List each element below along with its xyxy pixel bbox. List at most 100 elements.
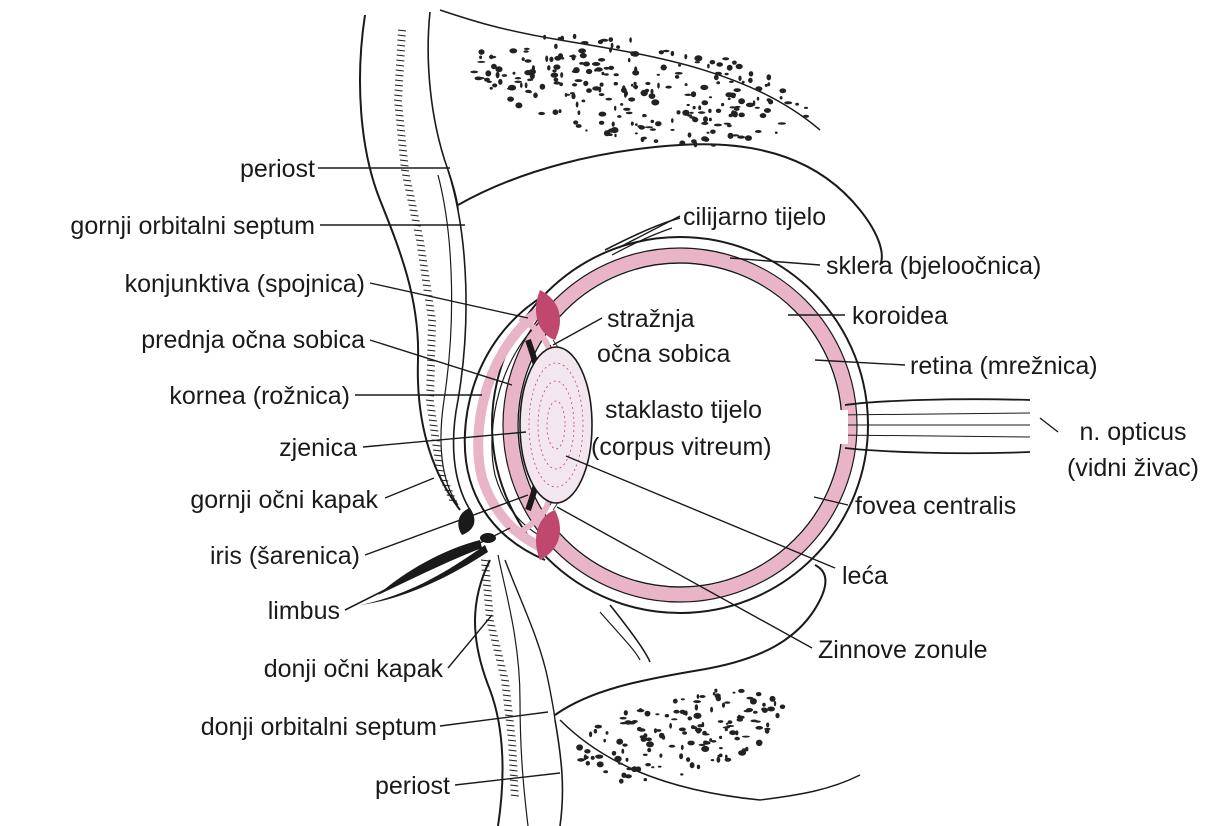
- leader-zjenica: [363, 432, 526, 447]
- hatch-mark: [484, 595, 492, 596]
- bone-dot: [675, 72, 683, 75]
- bone-dot: [582, 100, 586, 103]
- bone-dot: [645, 89, 649, 92]
- label-gornji-ocni-kapak: gornji očni kapak: [190, 486, 378, 514]
- bone-dot: [595, 725, 602, 729]
- bone-dot: [718, 720, 724, 723]
- bone-dot: [633, 85, 638, 89]
- bone-dot: [604, 73, 609, 75]
- lower-eyelash-2: [360, 545, 488, 605]
- bone-dot: [639, 125, 645, 129]
- bone-dot: [716, 81, 720, 84]
- bone-dot: [651, 120, 655, 123]
- hatch-mark: [507, 730, 515, 731]
- bone-dot: [651, 89, 654, 94]
- bone-dot: [730, 93, 737, 97]
- hatch-mark: [401, 170, 409, 171]
- label-leca: leća: [842, 562, 888, 590]
- bone-dot: [581, 41, 589, 45]
- bone-dot: [736, 64, 743, 69]
- bone-dot: [755, 107, 760, 109]
- bone-dot: [679, 728, 686, 732]
- bone-dot: [592, 62, 600, 66]
- bone-dot: [492, 83, 497, 87]
- hatch-mark: [399, 150, 407, 151]
- bone-dot: [622, 85, 625, 91]
- bone-dot: [671, 718, 678, 720]
- bone-dot: [559, 109, 562, 113]
- bone-dot: [686, 757, 690, 762]
- bone-dot: [734, 88, 741, 92]
- bone-dot: [560, 72, 563, 78]
- bone-dot: [721, 103, 724, 106]
- bone-dot: [731, 110, 735, 116]
- hatch-mark: [405, 190, 413, 191]
- hatch-mark: [491, 640, 499, 641]
- bone-dot: [585, 756, 589, 759]
- hatch-mark: [419, 260, 427, 261]
- bone-dot: [558, 37, 562, 40]
- bone-dot: [487, 81, 492, 83]
- hatch-mark: [503, 700, 511, 701]
- label-iris: iris (šarenica): [210, 542, 360, 570]
- bone-dot: [507, 88, 514, 90]
- optic-nerve-bottom: [845, 448, 1030, 453]
- bone-dot: [643, 754, 648, 756]
- bone-dot: [533, 93, 538, 99]
- bone-dot: [738, 715, 741, 717]
- hatch-mark: [397, 55, 405, 56]
- bone-dot: [659, 754, 662, 758]
- bone-dot: [637, 709, 645, 712]
- hatch-mark: [395, 85, 403, 86]
- leader-opticus: [1040, 418, 1058, 432]
- bone-dot: [569, 55, 576, 57]
- bone-dot: [614, 82, 618, 86]
- leader-retina: [815, 360, 905, 365]
- hatch-mark: [484, 590, 492, 591]
- hatch-mark: [432, 445, 440, 446]
- bone-dot: [528, 91, 532, 94]
- bone-dot: [606, 98, 613, 101]
- hatch-mark: [506, 725, 514, 726]
- bone-dot: [584, 749, 590, 753]
- label-prednja-ocna-sobica: prednja očna sobica: [141, 326, 365, 354]
- eyelashes: [360, 508, 496, 605]
- hatch-mark: [411, 215, 419, 216]
- bone-dot: [655, 121, 662, 126]
- hatch-mark: [399, 145, 407, 146]
- bone-dot: [515, 102, 522, 108]
- hatch-mark: [506, 720, 514, 721]
- hatch-mark: [407, 200, 415, 201]
- bone-dot: [621, 773, 626, 778]
- bone-dot: [762, 703, 766, 707]
- bone-dot: [645, 126, 653, 128]
- bone-dot: [580, 53, 587, 58]
- hatch-mark: [482, 570, 490, 571]
- bone-dot: [698, 111, 705, 114]
- bone-dot: [606, 731, 609, 735]
- bone-dot: [697, 765, 700, 770]
- bone-dot: [573, 67, 580, 73]
- bone-dot: [545, 56, 548, 62]
- bone-dot: [603, 739, 606, 743]
- bone-dot: [498, 79, 502, 85]
- bone-dot: [719, 736, 722, 739]
- hatch-mark: [404, 185, 412, 186]
- leader-gornji-kapak: [385, 478, 434, 498]
- lower-muscle-line: [610, 605, 650, 662]
- bone-dot: [611, 43, 614, 49]
- bone-dot: [725, 728, 728, 731]
- hatch-mark: [428, 330, 436, 331]
- hatch-mark: [394, 100, 402, 101]
- hatch-mark: [507, 735, 515, 736]
- bone-dot: [631, 84, 634, 87]
- bone-dot: [729, 730, 736, 735]
- hatch-mark: [509, 755, 517, 756]
- hatch-mark: [395, 80, 403, 81]
- bone-dot: [682, 110, 689, 116]
- label-zinnove-zonule: Zinnove zonule: [818, 636, 988, 664]
- bone-dot: [671, 118, 674, 123]
- bone-dot: [586, 69, 592, 74]
- bone-dot: [760, 113, 767, 118]
- bone-dot: [780, 96, 783, 99]
